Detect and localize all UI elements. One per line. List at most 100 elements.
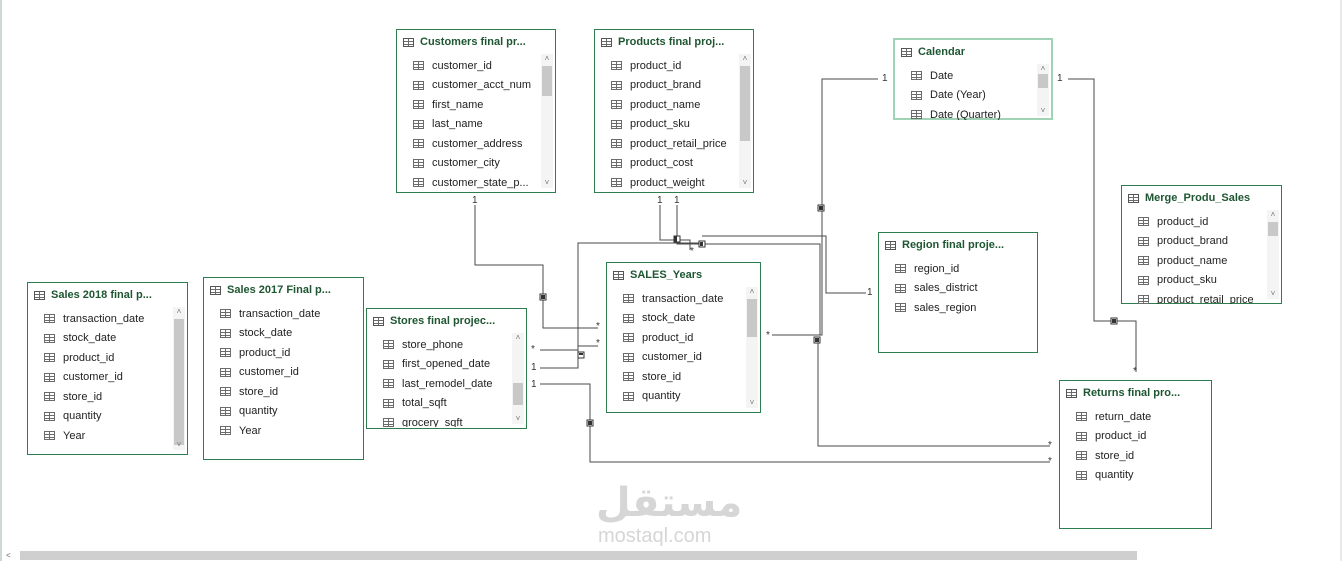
field-row[interactable]: first_name (397, 95, 555, 115)
field-row[interactable]: store_id (1060, 446, 1211, 466)
field-row[interactable]: store_id (28, 387, 187, 407)
field-row[interactable]: total_sqft (367, 394, 526, 414)
field-row[interactable]: customer_id (397, 56, 555, 76)
field-row[interactable]: product_id (607, 328, 760, 348)
scroll-thumb[interactable] (513, 383, 523, 405)
field-row[interactable]: grocery_sqft (367, 413, 526, 427)
table-header[interactable]: Calendar (895, 40, 1051, 64)
field-row[interactable]: store_id (607, 367, 760, 387)
field-row[interactable]: Date (Year) (895, 86, 1051, 106)
field-row[interactable]: product_id (595, 56, 753, 76)
table-header[interactable]: Region final proje... (879, 233, 1037, 257)
scroll-down-arrow[interactable]: ˅ (1270, 289, 1276, 298)
table-header[interactable]: SALES_Years (607, 263, 760, 287)
scroll-up-arrow[interactable]: ˄ (515, 333, 521, 342)
scroll-down-arrow[interactable]: ˅ (544, 178, 550, 187)
field-row[interactable]: product_sku (595, 115, 753, 135)
vertical-scrollbar[interactable]: ˄˅ (1037, 64, 1049, 116)
vertical-scrollbar[interactable]: ˄˅ (173, 307, 185, 450)
scroll-down-arrow[interactable]: ˅ (742, 178, 748, 187)
field-row[interactable]: customer_address (397, 134, 555, 154)
table-header[interactable]: Customers final pr... (397, 30, 555, 54)
scroll-up-arrow[interactable]: ˄ (1040, 64, 1046, 73)
vertical-scrollbar[interactable]: ˄˅ (739, 54, 751, 188)
field-row[interactable]: Date (895, 66, 1051, 86)
field-row[interactable]: product_id (28, 348, 187, 368)
scroll-thumb[interactable] (542, 66, 552, 96)
field-row[interactable]: region_id (879, 259, 1037, 279)
scroll-down-arrow[interactable]: ˅ (515, 414, 521, 423)
scroll-thumb[interactable] (174, 319, 184, 445)
scroll-up-arrow[interactable]: ˄ (176, 307, 182, 316)
table-header[interactable]: Sales 2017 Final p... (204, 278, 363, 302)
field-row[interactable]: customer_id (204, 363, 363, 383)
field-row[interactable]: product_retail_price (1122, 290, 1281, 304)
table-header[interactable]: Returns final pro... (1060, 381, 1211, 405)
field-row[interactable]: stock_date (28, 329, 187, 349)
field-row[interactable]: Date (Quarter) (895, 105, 1051, 120)
field-row[interactable]: return_date (1060, 407, 1211, 427)
field-row[interactable]: sales_district (879, 279, 1037, 299)
field-row[interactable]: customer_city (397, 154, 555, 174)
field-row[interactable]: store_id (204, 382, 363, 402)
field-row[interactable]: product_id (1060, 427, 1211, 447)
vertical-scrollbar[interactable]: ˄˅ (512, 333, 524, 424)
scroll-down-arrow[interactable]: ˅ (1040, 106, 1046, 115)
field-row[interactable]: quantity (607, 387, 760, 407)
field-row[interactable]: first_opened_date (367, 355, 526, 375)
scroll-thumb[interactable] (1038, 74, 1048, 88)
field-row[interactable]: customer_id (607, 348, 760, 368)
table-header[interactable]: Sales 2018 final p... (28, 283, 187, 307)
field-row[interactable]: last_remodel_date (367, 374, 526, 394)
field-row[interactable]: sales_region (879, 298, 1037, 318)
scroll-down-arrow[interactable]: ˅ (749, 398, 755, 407)
table-header[interactable]: Products final proj... (595, 30, 753, 54)
table-header[interactable]: Stores final projec... (367, 309, 526, 333)
field-row[interactable]: product_id (204, 343, 363, 363)
scroll-thumb[interactable] (740, 66, 750, 141)
field-row[interactable]: transaction_date (204, 304, 363, 324)
field-row[interactable]: transaction_date (28, 309, 187, 329)
scroll-thumb[interactable] (747, 299, 757, 337)
field-row[interactable]: product_id (1122, 212, 1281, 232)
field-row[interactable]: product_name (1122, 251, 1281, 271)
field-row[interactable]: last_name (397, 115, 555, 135)
field-row[interactable]: stock_date (204, 324, 363, 344)
scroll-thumb[interactable] (1268, 222, 1278, 236)
field-row[interactable]: transaction_date (607, 289, 760, 309)
field-row[interactable]: product_brand (595, 76, 753, 96)
field-row[interactable]: product_cost (595, 154, 753, 174)
vertical-scrollbar[interactable]: ˄˅ (746, 287, 758, 408)
horizontal-scrollbar[interactable] (20, 551, 1137, 560)
field-row[interactable]: quantity (204, 402, 363, 422)
field-row[interactable]: customer_id (28, 368, 187, 388)
scroll-left-arrow[interactable]: < (6, 551, 11, 560)
scroll-up-arrow[interactable]: ˄ (749, 287, 755, 296)
field-row[interactable]: quantity (1060, 466, 1211, 486)
field-row[interactable]: product_brand (1122, 232, 1281, 252)
scroll-up-arrow[interactable]: ˄ (742, 54, 748, 63)
field-row[interactable]: stock_date (607, 309, 760, 329)
field-row[interactable]: product_name (595, 95, 753, 115)
field-row[interactable]: Year (204, 421, 363, 441)
field-row[interactable]: product_retail_price (595, 134, 753, 154)
vertical-scrollbar[interactable]: ˄˅ (541, 54, 553, 188)
field-row[interactable]: quantity (28, 407, 187, 427)
